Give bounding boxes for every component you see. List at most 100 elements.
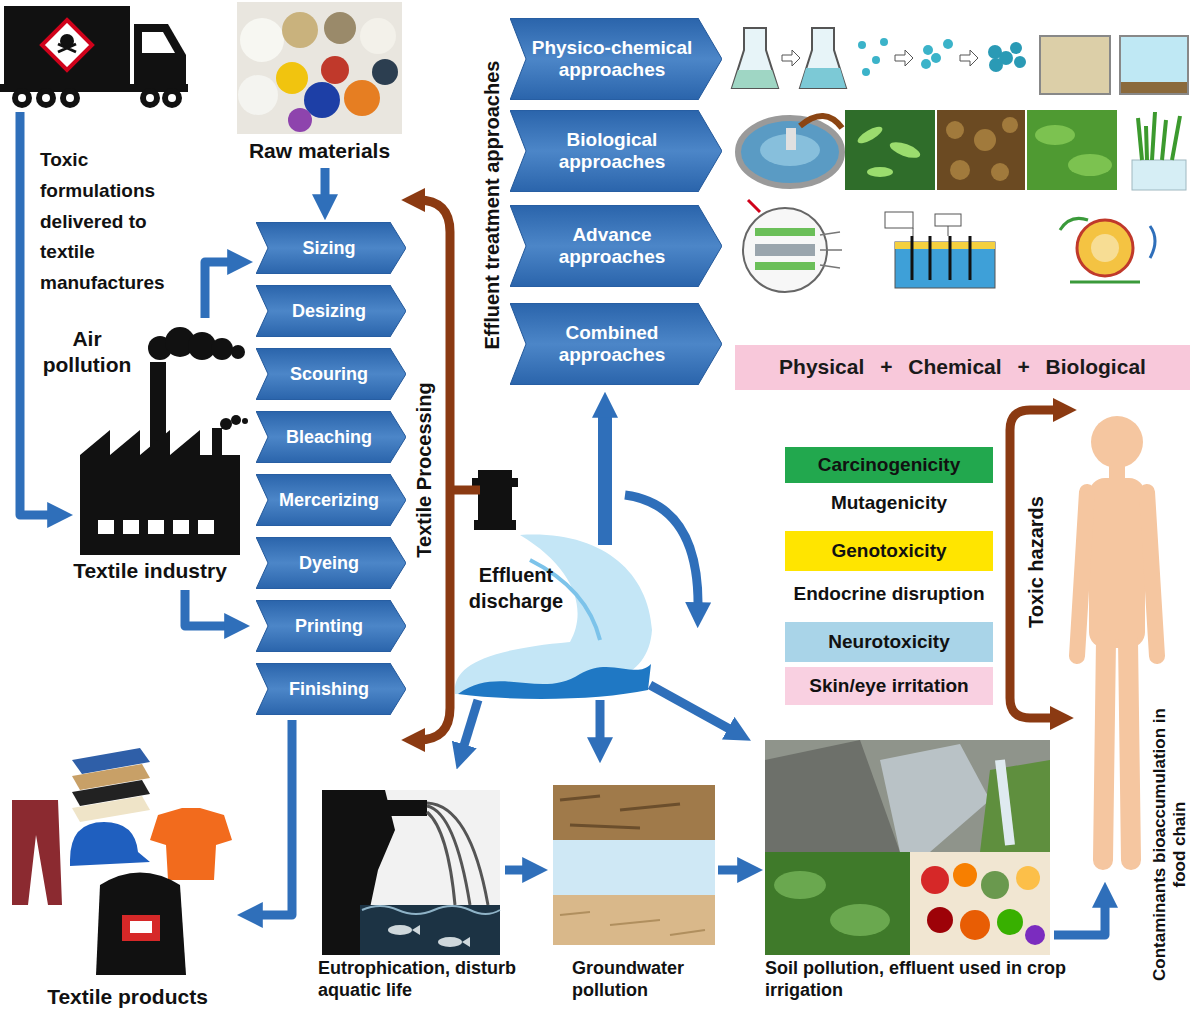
effluent-pipe bbox=[458, 664, 651, 699]
factory-icon bbox=[211, 338, 233, 360]
biological-picture bbox=[1035, 125, 1075, 145]
physico-chemical-picture bbox=[960, 50, 978, 66]
bracket bbox=[1010, 410, 1060, 718]
eutrophication-picture bbox=[322, 790, 500, 955]
factory-icon bbox=[220, 418, 232, 430]
picture-label: Contaminants bioaccumulation in food cha… bbox=[1150, 695, 1189, 995]
advance-approach-picture bbox=[755, 262, 815, 270]
truck-icon bbox=[142, 32, 175, 53]
hazard-band: Carcinogenicity bbox=[785, 447, 993, 483]
truck-icon bbox=[42, 94, 50, 102]
truck-icon bbox=[140, 88, 160, 108]
physico-chemical-picture bbox=[732, 70, 778, 88]
node-text: Skin/eye irritation bbox=[791, 675, 987, 697]
human-figure bbox=[1091, 416, 1143, 468]
effluent-pipe bbox=[455, 470, 652, 699]
flow-arrow bbox=[1054, 900, 1105, 935]
groundwater-picture bbox=[560, 912, 705, 935]
node-text: Bleaching bbox=[270, 427, 388, 448]
biological-picture bbox=[867, 167, 893, 177]
truck-icon bbox=[162, 88, 182, 108]
group-label: Toxic hazards bbox=[1024, 472, 1048, 652]
biological-picture bbox=[950, 160, 970, 180]
raw-materials-photo bbox=[282, 12, 318, 48]
bracket bbox=[418, 200, 1060, 740]
soil-irrigation-picture bbox=[880, 744, 990, 852]
bracket bbox=[450, 486, 480, 495]
physico-chemical-picture bbox=[1120, 36, 1188, 94]
biological-picture bbox=[800, 116, 842, 128]
truck-icon bbox=[42, 20, 92, 70]
biological-picture bbox=[946, 121, 964, 139]
picture-label: Air pollution bbox=[30, 326, 144, 379]
node-text: Dyeing bbox=[270, 553, 388, 574]
physico-chemical-picture bbox=[872, 56, 880, 64]
advance-approach-picture bbox=[748, 200, 760, 212]
eutrophication-picture bbox=[427, 803, 488, 905]
raw-materials-photo bbox=[288, 108, 312, 132]
process-step: Desizing bbox=[256, 285, 406, 337]
physico-chemical-picture bbox=[732, 28, 1188, 94]
textile-products-picture bbox=[122, 915, 160, 941]
node-text: Finishing bbox=[270, 679, 388, 700]
raw-materials-photo bbox=[238, 75, 278, 115]
hazard-label: Mutagenicity bbox=[785, 492, 993, 515]
factory-icon bbox=[231, 415, 241, 425]
advance-approach-picture bbox=[820, 232, 842, 268]
node-text: Genotoxicity bbox=[791, 540, 987, 562]
process-step: Scouring bbox=[256, 348, 406, 400]
biological-picture bbox=[786, 128, 796, 150]
node-text: Scouring bbox=[270, 364, 388, 385]
truck-icon bbox=[66, 94, 74, 102]
picture-label: Textile industry bbox=[55, 558, 245, 583]
flow-arrow bbox=[462, 700, 478, 752]
chevron-shape bbox=[510, 303, 722, 385]
soil-irrigation-picture bbox=[981, 871, 1009, 899]
raw-materials-photo bbox=[360, 18, 396, 54]
physico-chemical-picture bbox=[858, 41, 866, 49]
human-figure bbox=[1077, 492, 1087, 656]
biological-picture bbox=[845, 110, 935, 190]
node-text: Physical + Chemical + Biological bbox=[741, 355, 1184, 379]
raw-materials-photo bbox=[344, 80, 380, 116]
node-text: Advance approaches bbox=[528, 224, 696, 268]
flow-arrow bbox=[321, 168, 330, 202]
textile-products-picture bbox=[70, 822, 150, 866]
raw-materials-photo bbox=[240, 18, 284, 62]
flow-arrow bbox=[185, 590, 232, 626]
truck-icon bbox=[58, 44, 76, 52]
soil-irrigation-picture bbox=[997, 909, 1023, 935]
picture-label: Eutrophication, disturb aquatic life bbox=[318, 958, 538, 1001]
biological-picture bbox=[1027, 110, 1117, 190]
truck-icon bbox=[134, 24, 186, 88]
biological-picture bbox=[1002, 117, 1018, 133]
human-figure bbox=[1128, 640, 1131, 860]
node-text: Carcinogenicity bbox=[791, 454, 987, 476]
human-figure bbox=[1103, 640, 1106, 860]
node-text: Neurotoxicity bbox=[791, 631, 987, 653]
raw-materials-photo bbox=[276, 62, 308, 94]
textile-products-picture bbox=[12, 748, 232, 975]
human-figure bbox=[1147, 492, 1157, 656]
eutrophication-picture bbox=[360, 905, 500, 955]
factory-icon bbox=[123, 520, 139, 534]
human-figure bbox=[1089, 478, 1145, 648]
flow-arrow bbox=[205, 262, 235, 318]
advance-approach-picture bbox=[895, 242, 995, 249]
soil-irrigation-picture bbox=[765, 852, 910, 955]
truck-icon bbox=[4, 6, 130, 84]
process-step: Finishing bbox=[256, 663, 406, 715]
combined-band: Physical + Chemical + Biological bbox=[735, 345, 1190, 390]
physico-chemical-picture bbox=[862, 68, 870, 76]
physico-chemical-picture bbox=[800, 28, 846, 88]
physico-chemical-picture bbox=[732, 28, 778, 88]
soil-irrigation-picture bbox=[1025, 925, 1045, 945]
group-label: Textile Processing bbox=[412, 350, 436, 590]
picture-label: Raw materials bbox=[232, 138, 407, 163]
hazard-band: Genotoxicity bbox=[785, 531, 993, 571]
physico-chemical-picture bbox=[895, 50, 913, 66]
node-text: Printing bbox=[270, 616, 388, 637]
node-text: Biological approaches bbox=[528, 129, 696, 173]
truck-icon bbox=[146, 94, 154, 102]
